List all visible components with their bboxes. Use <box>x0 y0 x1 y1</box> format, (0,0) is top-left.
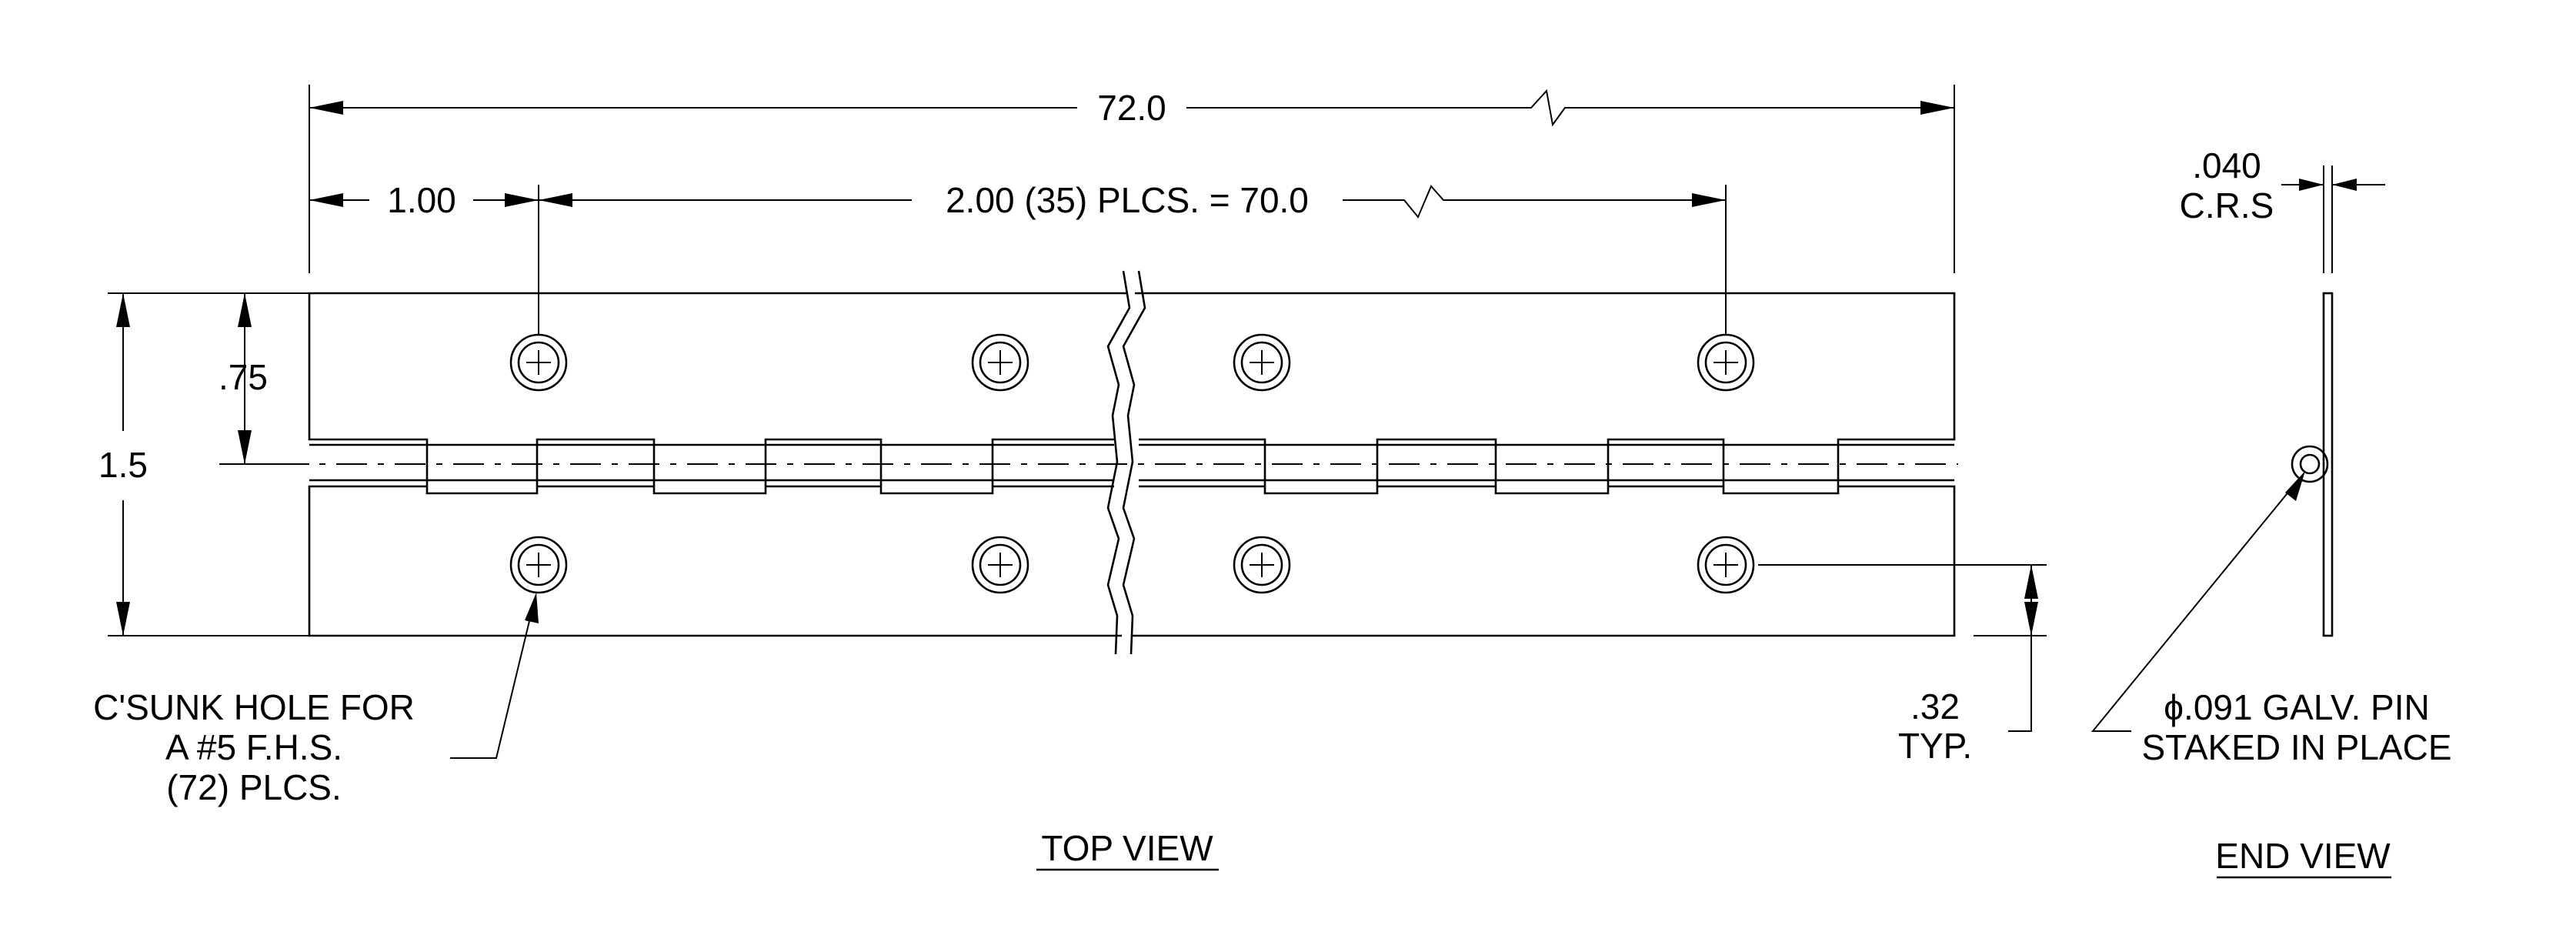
countersunk-hole-icon <box>509 333 568 392</box>
end-view: .040 C.R.S ϕ.091 GALV. PIN STAKED IN PLA… <box>2090 145 2452 767</box>
hole-note-leader: C'SUNK HOLE FOR A #5 F.H.S. (72) PLCS. <box>93 593 539 807</box>
upper-leaf-right <box>1135 292 1956 495</box>
countersunk-hole-icon <box>971 333 1029 392</box>
hole-group <box>509 333 1755 594</box>
view-titles: TOP VIEW END VIEW <box>1036 828 2391 879</box>
thickness-value: .040 <box>2192 145 2261 185</box>
break-line-right <box>1122 270 1146 655</box>
hole-note-line1: C'SUNK HOLE FOR <box>93 687 415 727</box>
hole-note-line3: (72) PLCS. <box>166 767 342 807</box>
lower-leaf-right <box>1131 485 1956 637</box>
pin-note-line1: ϕ.091 GALV. PIN <box>2164 687 2429 727</box>
hole-pitch-label: 2.00 (35) PLCS. = 70.0 <box>946 180 1309 220</box>
width-label: 1.5 <box>98 445 148 485</box>
pin-note-line2: STAKED IN PLACE <box>2141 727 2451 767</box>
countersunk-hole-icon <box>1697 333 1755 392</box>
overall-length-dimension: 72.0 <box>309 85 1955 273</box>
hole-pitch-dimension: 1.00 2.00 (35) PLCS. = 70.0 <box>309 180 1727 335</box>
upper-leaf-left <box>308 292 1128 495</box>
edge-offset-dimension: .32 TYP. <box>1758 564 2047 766</box>
hole-note-line2: A #5 F.H.S. <box>165 727 342 767</box>
end-view-leaf <box>2322 292 2334 637</box>
top-view-title: TOP VIEW <box>1041 828 1213 868</box>
countersunk-hole-icon <box>971 536 1029 594</box>
end-view-title: END VIEW <box>2215 836 2391 876</box>
lower-leaf-left <box>308 485 1122 637</box>
first-hole-offset-label: 1.00 <box>387 180 456 220</box>
thickness-material: C.R.S <box>2180 185 2274 225</box>
countersunk-hole-icon <box>509 536 568 594</box>
countersunk-hole-icon <box>1233 333 1291 392</box>
hinge-top-view <box>219 270 1958 655</box>
width-dimension: 1.5 <box>98 292 309 636</box>
hole-row-offset-dimension: .75 <box>219 293 309 465</box>
edge-offset-suffix: TYP. <box>1898 726 1972 766</box>
countersunk-hole-icon <box>1697 536 1755 594</box>
break-line-left <box>1106 270 1131 655</box>
end-view-pin <box>2299 453 2321 475</box>
end-view-barrel <box>2291 445 2329 483</box>
overall-length-label: 72.0 <box>1097 88 1166 128</box>
edge-offset-value: .32 <box>1910 686 1960 727</box>
hole-row-offset-label: .75 <box>219 357 268 397</box>
countersunk-hole-icon <box>1233 536 1291 594</box>
